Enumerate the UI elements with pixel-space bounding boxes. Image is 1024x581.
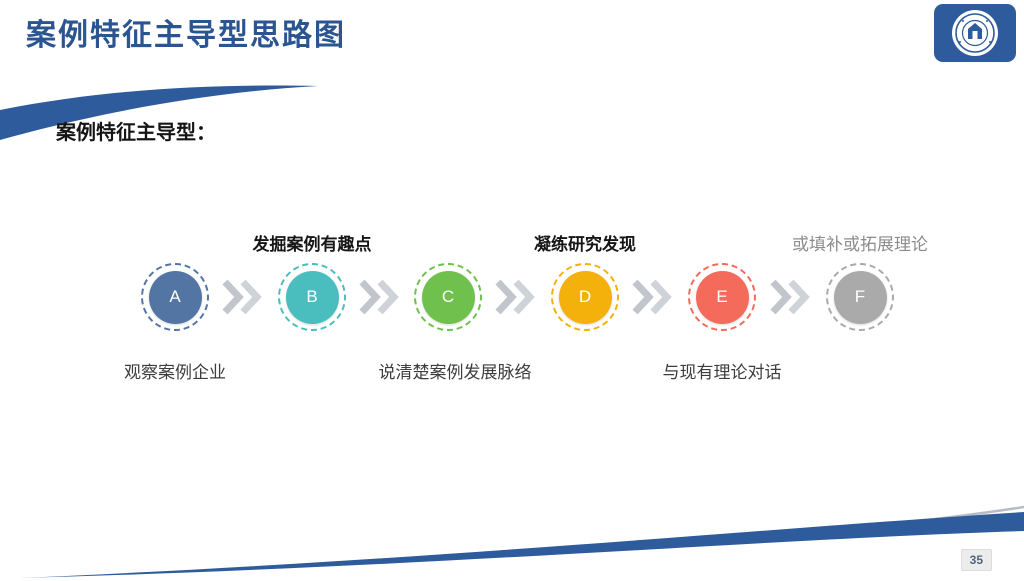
university-seal-icon (934, 4, 1016, 62)
double-chevron-icon (221, 279, 265, 320)
section-subtitle: 案例特征主导型： (56, 122, 216, 144)
double-chevron-icon (769, 279, 813, 320)
page-title: 案例特征主导型思路图 (26, 18, 346, 53)
university-logo (934, 4, 1016, 62)
double-chevron-icon (631, 279, 675, 320)
step-circle: F (833, 270, 887, 324)
step-ring: C (414, 263, 482, 331)
step-circle: C (421, 270, 475, 324)
step-ring: B (278, 263, 346, 331)
step-letter: B (306, 287, 318, 306)
step-label-above: 发掘案例有趣点 (252, 235, 372, 254)
step-circle: E (695, 270, 749, 324)
step-ring: F (826, 263, 894, 331)
step-letter: D (578, 287, 592, 306)
step-circle: B (285, 270, 339, 324)
step-label-below: 观察案例企业 (124, 363, 226, 382)
step-circle: D (558, 270, 612, 324)
double-chevron-icon (358, 279, 402, 320)
step-ring: A (141, 263, 209, 331)
step-label-below: 与现有理论对话 (662, 363, 782, 382)
step-label-below: 说清楚案例发展脉络 (378, 363, 532, 382)
step-circle: A (148, 270, 202, 324)
step-letter: A (169, 287, 181, 306)
double-chevron-icon (494, 279, 538, 320)
step-ring: D (551, 263, 619, 331)
step-label-above: 凝练研究发现 (534, 235, 636, 254)
step-letter: C (441, 287, 455, 306)
step-label-above: 或填补或拓展理论 (792, 235, 928, 254)
step-ring: E (688, 263, 756, 331)
step-letter: F (854, 287, 866, 306)
step-letter: E (716, 287, 728, 306)
page-number-badge: 35 (960, 549, 992, 571)
